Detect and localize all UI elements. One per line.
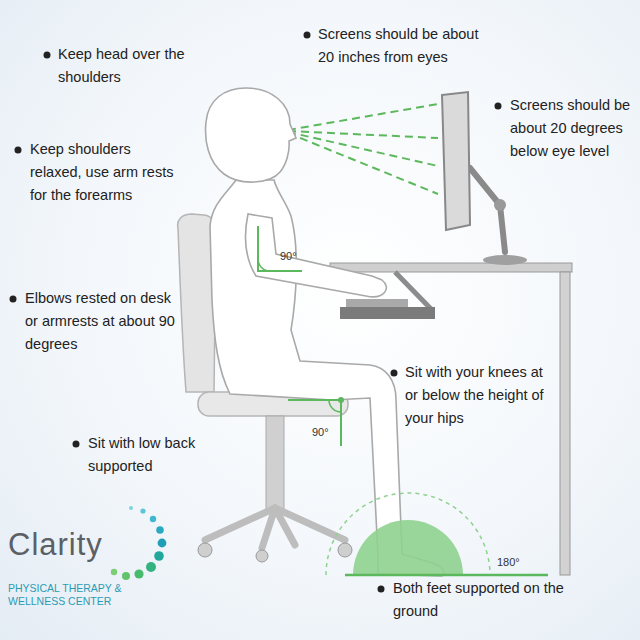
- elbow-angle: [258, 226, 302, 271]
- keyboard-tray: [340, 307, 435, 319]
- caster: [198, 543, 212, 557]
- head: [206, 88, 296, 182]
- sight-line: [288, 132, 438, 166]
- instruction-text: Elbows rested on desk or armrests at abo…: [25, 287, 175, 356]
- instruction-text: Sit with your knees at or below the heig…: [405, 361, 555, 430]
- bullet: [10, 296, 17, 303]
- instruction-text: Sit with low back supported: [88, 432, 233, 478]
- instruction-text: Screens should be about 20 degrees below…: [510, 94, 634, 163]
- bullets: [10, 32, 502, 593]
- angle-label: 180°: [497, 556, 520, 569]
- logo-dots: [111, 506, 167, 580]
- desk-leg: [560, 272, 570, 575]
- monitor-base: [483, 255, 527, 265]
- monitor-screen: [442, 92, 470, 230]
- instruction-text: Screens should be about 20 inches from e…: [318, 23, 493, 69]
- instruction-text: Both feet supported on the ground: [393, 577, 593, 623]
- foot-angle: [326, 493, 548, 575]
- caster: [338, 543, 352, 557]
- instruction-text: Keep shoulders relaxed, use arm rests fo…: [30, 138, 178, 207]
- sight-line: [288, 133, 438, 194]
- bullet: [15, 147, 22, 154]
- angle-label: 90°: [280, 250, 297, 263]
- desk: [330, 263, 572, 575]
- person: [206, 88, 444, 576]
- chair-stem: [266, 416, 284, 510]
- monitor: [442, 92, 527, 265]
- sight-lines: [288, 104, 438, 194]
- knee-dot: [338, 397, 344, 403]
- bullet: [391, 370, 398, 377]
- floor-line: [345, 574, 548, 577]
- bullet: [378, 586, 385, 593]
- angle-label: 90°: [312, 426, 329, 439]
- bullet: [73, 441, 80, 448]
- monitor-joint: [494, 199, 506, 211]
- monitor-arm: [470, 168, 505, 252]
- sight-line: [288, 131, 438, 138]
- bullet: [44, 52, 51, 59]
- sight-line: [288, 104, 438, 130]
- foot-semicircle: [353, 520, 463, 575]
- arm: [246, 214, 387, 297]
- keyboard: [346, 299, 408, 307]
- bullet: [304, 32, 311, 39]
- chair-base: [205, 508, 345, 548]
- desk-top: [330, 263, 572, 272]
- instruction-text: Keep head over the shoulders: [58, 43, 248, 89]
- bullet: [495, 103, 502, 110]
- elbow-arc: [258, 259, 270, 271]
- caster: [256, 550, 268, 562]
- foot-arc: [326, 493, 490, 575]
- brand-name: Clarity: [8, 528, 103, 562]
- knee-angle: [288, 400, 341, 446]
- brand-subtitle: PHYSICAL THERAPY & WELLNESS CENTER: [8, 582, 148, 608]
- angle-markers: [258, 226, 341, 446]
